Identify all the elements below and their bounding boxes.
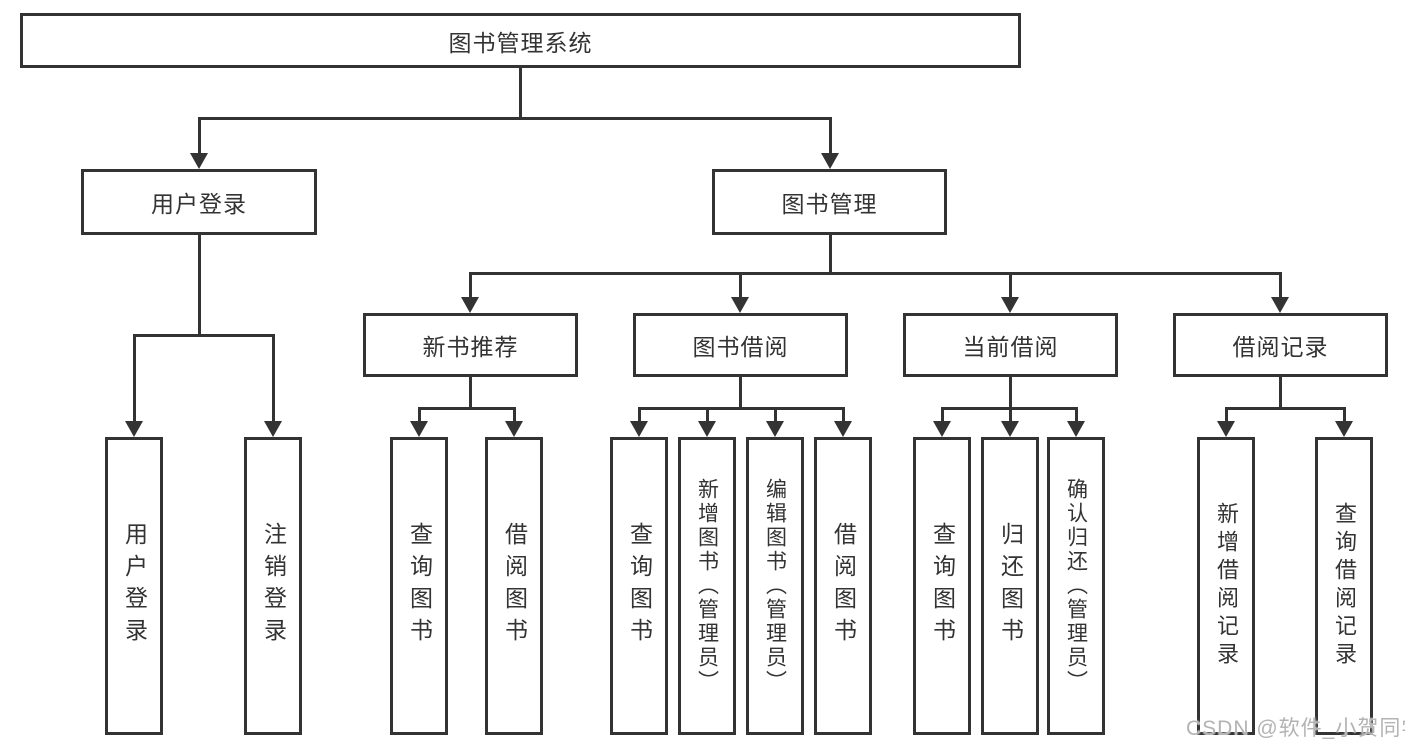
node-root: 图书管理系统	[20, 13, 1021, 68]
connector-line	[1008, 408, 1012, 423]
node-book-borrow-label: 图书借阅	[692, 334, 789, 360]
leaf-return-books: 归还图书	[981, 437, 1039, 735]
leaf-query-books-borrow: 查询图书	[610, 437, 668, 735]
connector-line	[1278, 273, 1282, 299]
node-book-management: 图书管理	[712, 169, 947, 235]
leaf-query-books-borrow-label: 查询图书	[626, 522, 653, 650]
connector-line	[468, 273, 472, 299]
connector-line	[417, 406, 516, 410]
connector-line	[1074, 408, 1078, 423]
leaf-borrow-books-recommend-label: 借阅图书	[501, 522, 528, 650]
connector-line	[197, 118, 201, 155]
connector-line	[773, 408, 777, 423]
connector-line	[468, 271, 1282, 275]
connector-line	[705, 408, 709, 423]
arrowhead-icon	[933, 421, 951, 437]
leaf-confirm-return-admin: 确认归还（管理员）	[1047, 437, 1105, 735]
connector-line	[738, 377, 742, 408]
leaf-query-borrow-record-label: 查询借阅记录	[1332, 502, 1357, 670]
connector-line	[271, 335, 275, 423]
connector-line	[738, 273, 742, 299]
arrowhead-icon	[1217, 421, 1235, 437]
connector-line	[637, 408, 641, 423]
leaf-query-books-current-label: 查询图书	[929, 522, 956, 650]
arrowhead-icon	[1067, 421, 1085, 437]
leaf-add-borrow-record: 新增借阅记录	[1197, 437, 1255, 735]
node-borrow-record: 借阅记录	[1173, 313, 1388, 377]
connector-line	[197, 116, 832, 120]
leaf-user-login-label: 用户登录	[121, 522, 148, 650]
arrowhead-icon	[505, 421, 523, 437]
connector-line	[197, 235, 201, 336]
leaf-query-books-recommend: 查询图书	[390, 437, 448, 735]
node-current-borrow-label: 当前借阅	[962, 334, 1059, 360]
arrowhead-icon	[410, 421, 428, 437]
node-user-login: 用户登录	[81, 169, 317, 235]
leaf-query-books-recommend-label: 查询图书	[406, 522, 433, 650]
leaf-query-books-current: 查询图书	[913, 437, 971, 735]
arrowhead-icon	[1335, 421, 1353, 437]
connector-line	[512, 408, 516, 423]
node-book-borrow: 图书借阅	[633, 313, 848, 377]
node-root-label: 图书管理系统	[448, 29, 593, 56]
connector-line	[940, 408, 944, 423]
connector-line	[1008, 377, 1012, 408]
node-user-login-label: 用户登录	[151, 191, 247, 217]
leaf-borrow-books-recommend: 借阅图书	[485, 437, 543, 735]
leaf-logout-login: 注销登录	[244, 437, 302, 735]
connector-line	[1342, 408, 1346, 423]
connector-line	[1224, 408, 1228, 423]
leaf-add-books-admin-label: 新增图书（管理员）	[695, 478, 719, 694]
node-new-book-recommend: 新书推荐	[363, 313, 578, 377]
connector-line	[132, 333, 275, 337]
leaf-logout-login-label: 注销登录	[260, 522, 287, 650]
leaf-edit-books-admin-label: 编辑图书（管理员）	[763, 478, 787, 694]
connector-line	[828, 118, 832, 155]
leaf-query-borrow-record: 查询借阅记录	[1315, 437, 1373, 735]
arrowhead-icon	[1001, 297, 1019, 313]
leaf-add-books-admin: 新增图书（管理员）	[678, 437, 736, 735]
node-borrow-record-label: 借阅记录	[1232, 334, 1329, 360]
arrowhead-icon	[834, 421, 852, 437]
connector-line	[637, 406, 845, 410]
node-current-borrow: 当前借阅	[903, 313, 1118, 377]
connector-line	[841, 408, 845, 423]
arrowhead-icon	[125, 421, 143, 437]
connector-line	[518, 68, 522, 118]
connector-line	[417, 408, 421, 423]
connector-line	[1278, 377, 1282, 408]
leaf-edit-books-admin: 编辑图书（管理员）	[746, 437, 804, 735]
node-book-management-label: 图书管理	[781, 191, 878, 217]
node-new-book-recommend-label: 新书推荐	[422, 334, 519, 360]
connector-line	[1008, 273, 1012, 299]
arrowhead-icon	[731, 297, 749, 313]
arrowhead-icon	[1001, 421, 1019, 437]
connector-line	[828, 235, 832, 275]
connector-line	[132, 335, 136, 423]
arrowhead-icon	[821, 153, 839, 169]
leaf-borrow-books-label: 借阅图书	[830, 522, 857, 650]
leaf-return-books-label: 归还图书	[997, 522, 1024, 650]
csdn-watermark: CSDN @软件_小贺同学	[1186, 717, 1405, 740]
arrowhead-icon	[461, 297, 479, 313]
leaf-confirm-return-admin-label: 确认归还（管理员）	[1064, 478, 1088, 694]
connector-line	[1224, 406, 1346, 410]
leaf-borrow-books: 借阅图书	[814, 437, 872, 735]
arrowhead-icon	[1271, 297, 1289, 313]
leaf-user-login: 用户登录	[105, 437, 163, 735]
arrowhead-icon	[190, 153, 208, 169]
connector-line	[468, 377, 472, 408]
arrowhead-icon	[630, 421, 648, 437]
leaf-add-borrow-record-label: 新增借阅记录	[1214, 502, 1239, 670]
arrowhead-icon	[264, 421, 282, 437]
arrowhead-icon	[698, 421, 716, 437]
arrowhead-icon	[766, 421, 784, 437]
